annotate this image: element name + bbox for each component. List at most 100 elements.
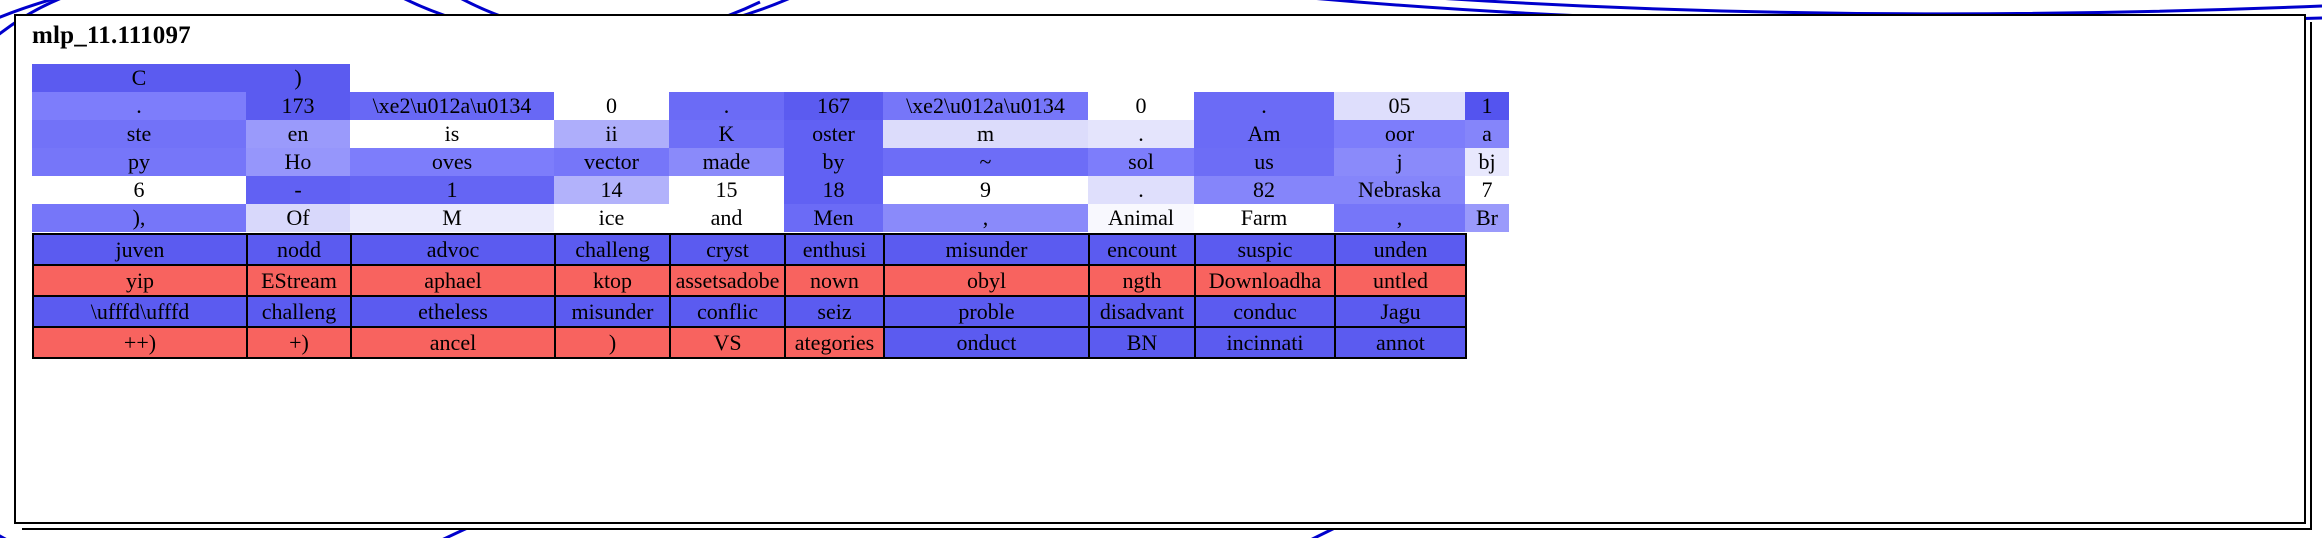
token-cell[interactable]: enthusi	[784, 233, 885, 266]
activation-cell[interactable]: 18	[784, 176, 883, 204]
token-cell[interactable]: annot	[1334, 326, 1467, 359]
token-cell[interactable]: challeng	[246, 295, 352, 328]
token-cell[interactable]: ategories	[784, 326, 885, 359]
activation-cell[interactable]: 15	[669, 176, 784, 204]
token-cell[interactable]: obyl	[883, 264, 1090, 297]
activation-cell[interactable]: K	[669, 120, 784, 148]
token-cell[interactable]: Jagu	[1334, 295, 1467, 328]
activation-cell[interactable]: .	[669, 92, 784, 120]
activation-cell[interactable]: ice	[554, 204, 669, 232]
activation-cell[interactable]: and	[669, 204, 784, 232]
token-cell[interactable]: \ufffd\ufffd	[32, 295, 248, 328]
activation-cell[interactable]: by	[784, 148, 883, 176]
token-cell[interactable]: encount	[1088, 233, 1196, 266]
activation-cell[interactable]	[669, 64, 784, 92]
token-cell[interactable]: onduct	[883, 326, 1090, 359]
activation-cell[interactable]: -	[246, 176, 350, 204]
token-cell[interactable]: etheless	[350, 295, 556, 328]
activation-cell[interactable]: Ho	[246, 148, 350, 176]
activation-cell[interactable]	[1509, 148, 1553, 176]
activation-cell[interactable]: is	[350, 120, 554, 148]
activation-cell[interactable]: bj	[1465, 148, 1509, 176]
activation-cell[interactable]: oster	[784, 120, 883, 148]
activation-cell[interactable]: ,	[883, 204, 1088, 232]
token-cell[interactable]: seiz	[784, 295, 885, 328]
activation-cell[interactable]	[1509, 204, 1553, 232]
activation-cell[interactable]: Nebraska	[1334, 176, 1465, 204]
activation-cell[interactable]	[350, 64, 554, 92]
activation-cell[interactable]	[784, 64, 883, 92]
activation-cell[interactable]: oor	[1334, 120, 1465, 148]
token-cell[interactable]: yip	[32, 264, 248, 297]
token-cell[interactable]: disadvant	[1088, 295, 1196, 328]
activation-cell[interactable]	[1465, 64, 1509, 92]
activation-cell[interactable]: .	[1088, 176, 1194, 204]
activation-cell[interactable]: 1	[1465, 92, 1509, 120]
token-cell[interactable]: ancel	[350, 326, 556, 359]
activation-cell[interactable]: 82	[1194, 176, 1334, 204]
activation-cell[interactable]: 1	[350, 176, 554, 204]
activation-cell[interactable]: C	[32, 64, 246, 92]
activation-cell[interactable]	[1509, 176, 1553, 204]
activation-cell[interactable]: py	[32, 148, 246, 176]
activation-cell[interactable]: en	[246, 120, 350, 148]
activation-cell[interactable]	[1509, 92, 1553, 120]
activation-cell[interactable]: us	[1194, 148, 1334, 176]
token-cell[interactable]: EStream	[246, 264, 352, 297]
activation-cell[interactable]: \xe2\u012a\u0134	[350, 92, 554, 120]
activation-cell[interactable]: ii	[554, 120, 669, 148]
token-cell[interactable]: conflic	[669, 295, 786, 328]
activation-cell[interactable]: vector	[554, 148, 669, 176]
token-cell[interactable]: ktop	[554, 264, 671, 297]
activation-cell[interactable]	[1088, 64, 1194, 92]
token-cell[interactable]: advoc	[350, 233, 556, 266]
activation-cell[interactable]: a	[1465, 120, 1509, 148]
activation-cell[interactable]: 14	[554, 176, 669, 204]
activation-cell[interactable]: ,	[1334, 204, 1465, 232]
activation-cell[interactable]	[1194, 64, 1334, 92]
activation-cell[interactable]: 05	[1334, 92, 1465, 120]
token-cell[interactable]: cryst	[669, 233, 786, 266]
token-cell[interactable]: nodd	[246, 233, 352, 266]
activation-cell[interactable]: sol	[1088, 148, 1194, 176]
token-cell[interactable]: proble	[883, 295, 1090, 328]
activation-cell[interactable]: ~	[883, 148, 1088, 176]
activation-cell[interactable]: Am	[1194, 120, 1334, 148]
activation-cell[interactable]: )	[246, 64, 350, 92]
token-cell[interactable]: Downloadha	[1194, 264, 1336, 297]
activation-cell[interactable]: Animal	[1088, 204, 1194, 232]
token-cell[interactable]: juven	[32, 233, 248, 266]
token-cell[interactable]: aphael	[350, 264, 556, 297]
token-cell[interactable]: incinnati	[1194, 326, 1336, 359]
activation-cell[interactable]: 0	[1088, 92, 1194, 120]
activation-cell[interactable]: m	[883, 120, 1088, 148]
activation-cell[interactable]: \xe2\u012a\u0134	[883, 92, 1088, 120]
token-cell[interactable]: suspic	[1194, 233, 1336, 266]
activation-cell[interactable]	[1509, 120, 1553, 148]
token-cell[interactable]: assetsadobe	[669, 264, 786, 297]
activation-cell[interactable]: .	[1194, 92, 1334, 120]
token-cell[interactable]: unden	[1334, 233, 1467, 266]
token-cell[interactable]: untled	[1334, 264, 1467, 297]
activation-cell[interactable]: 173	[246, 92, 350, 120]
activation-cell[interactable]: Br	[1465, 204, 1509, 232]
activation-cell[interactable]: 0	[554, 92, 669, 120]
activation-cell[interactable]: .	[1088, 120, 1194, 148]
activation-cell[interactable]: M	[350, 204, 554, 232]
activation-cell[interactable]: 9	[883, 176, 1088, 204]
activation-cell[interactable]: made	[669, 148, 784, 176]
activation-cell[interactable]: oves	[350, 148, 554, 176]
activation-cell[interactable]: Men	[784, 204, 883, 232]
activation-cell[interactable]	[1509, 64, 1553, 92]
token-cell[interactable]: nown	[784, 264, 885, 297]
activation-cell[interactable]: Farm	[1194, 204, 1334, 232]
token-cell[interactable]: misunder	[883, 233, 1090, 266]
activation-cell[interactable]: .	[32, 92, 246, 120]
token-cell[interactable]: conduc	[1194, 295, 1336, 328]
token-cell[interactable]: )	[554, 326, 671, 359]
token-cell[interactable]: misunder	[554, 295, 671, 328]
activation-cell[interactable]: j	[1334, 148, 1465, 176]
activation-cell[interactable]: 167	[784, 92, 883, 120]
activation-cell[interactable]: 7	[1465, 176, 1509, 204]
activation-cell[interactable]: ste	[32, 120, 246, 148]
